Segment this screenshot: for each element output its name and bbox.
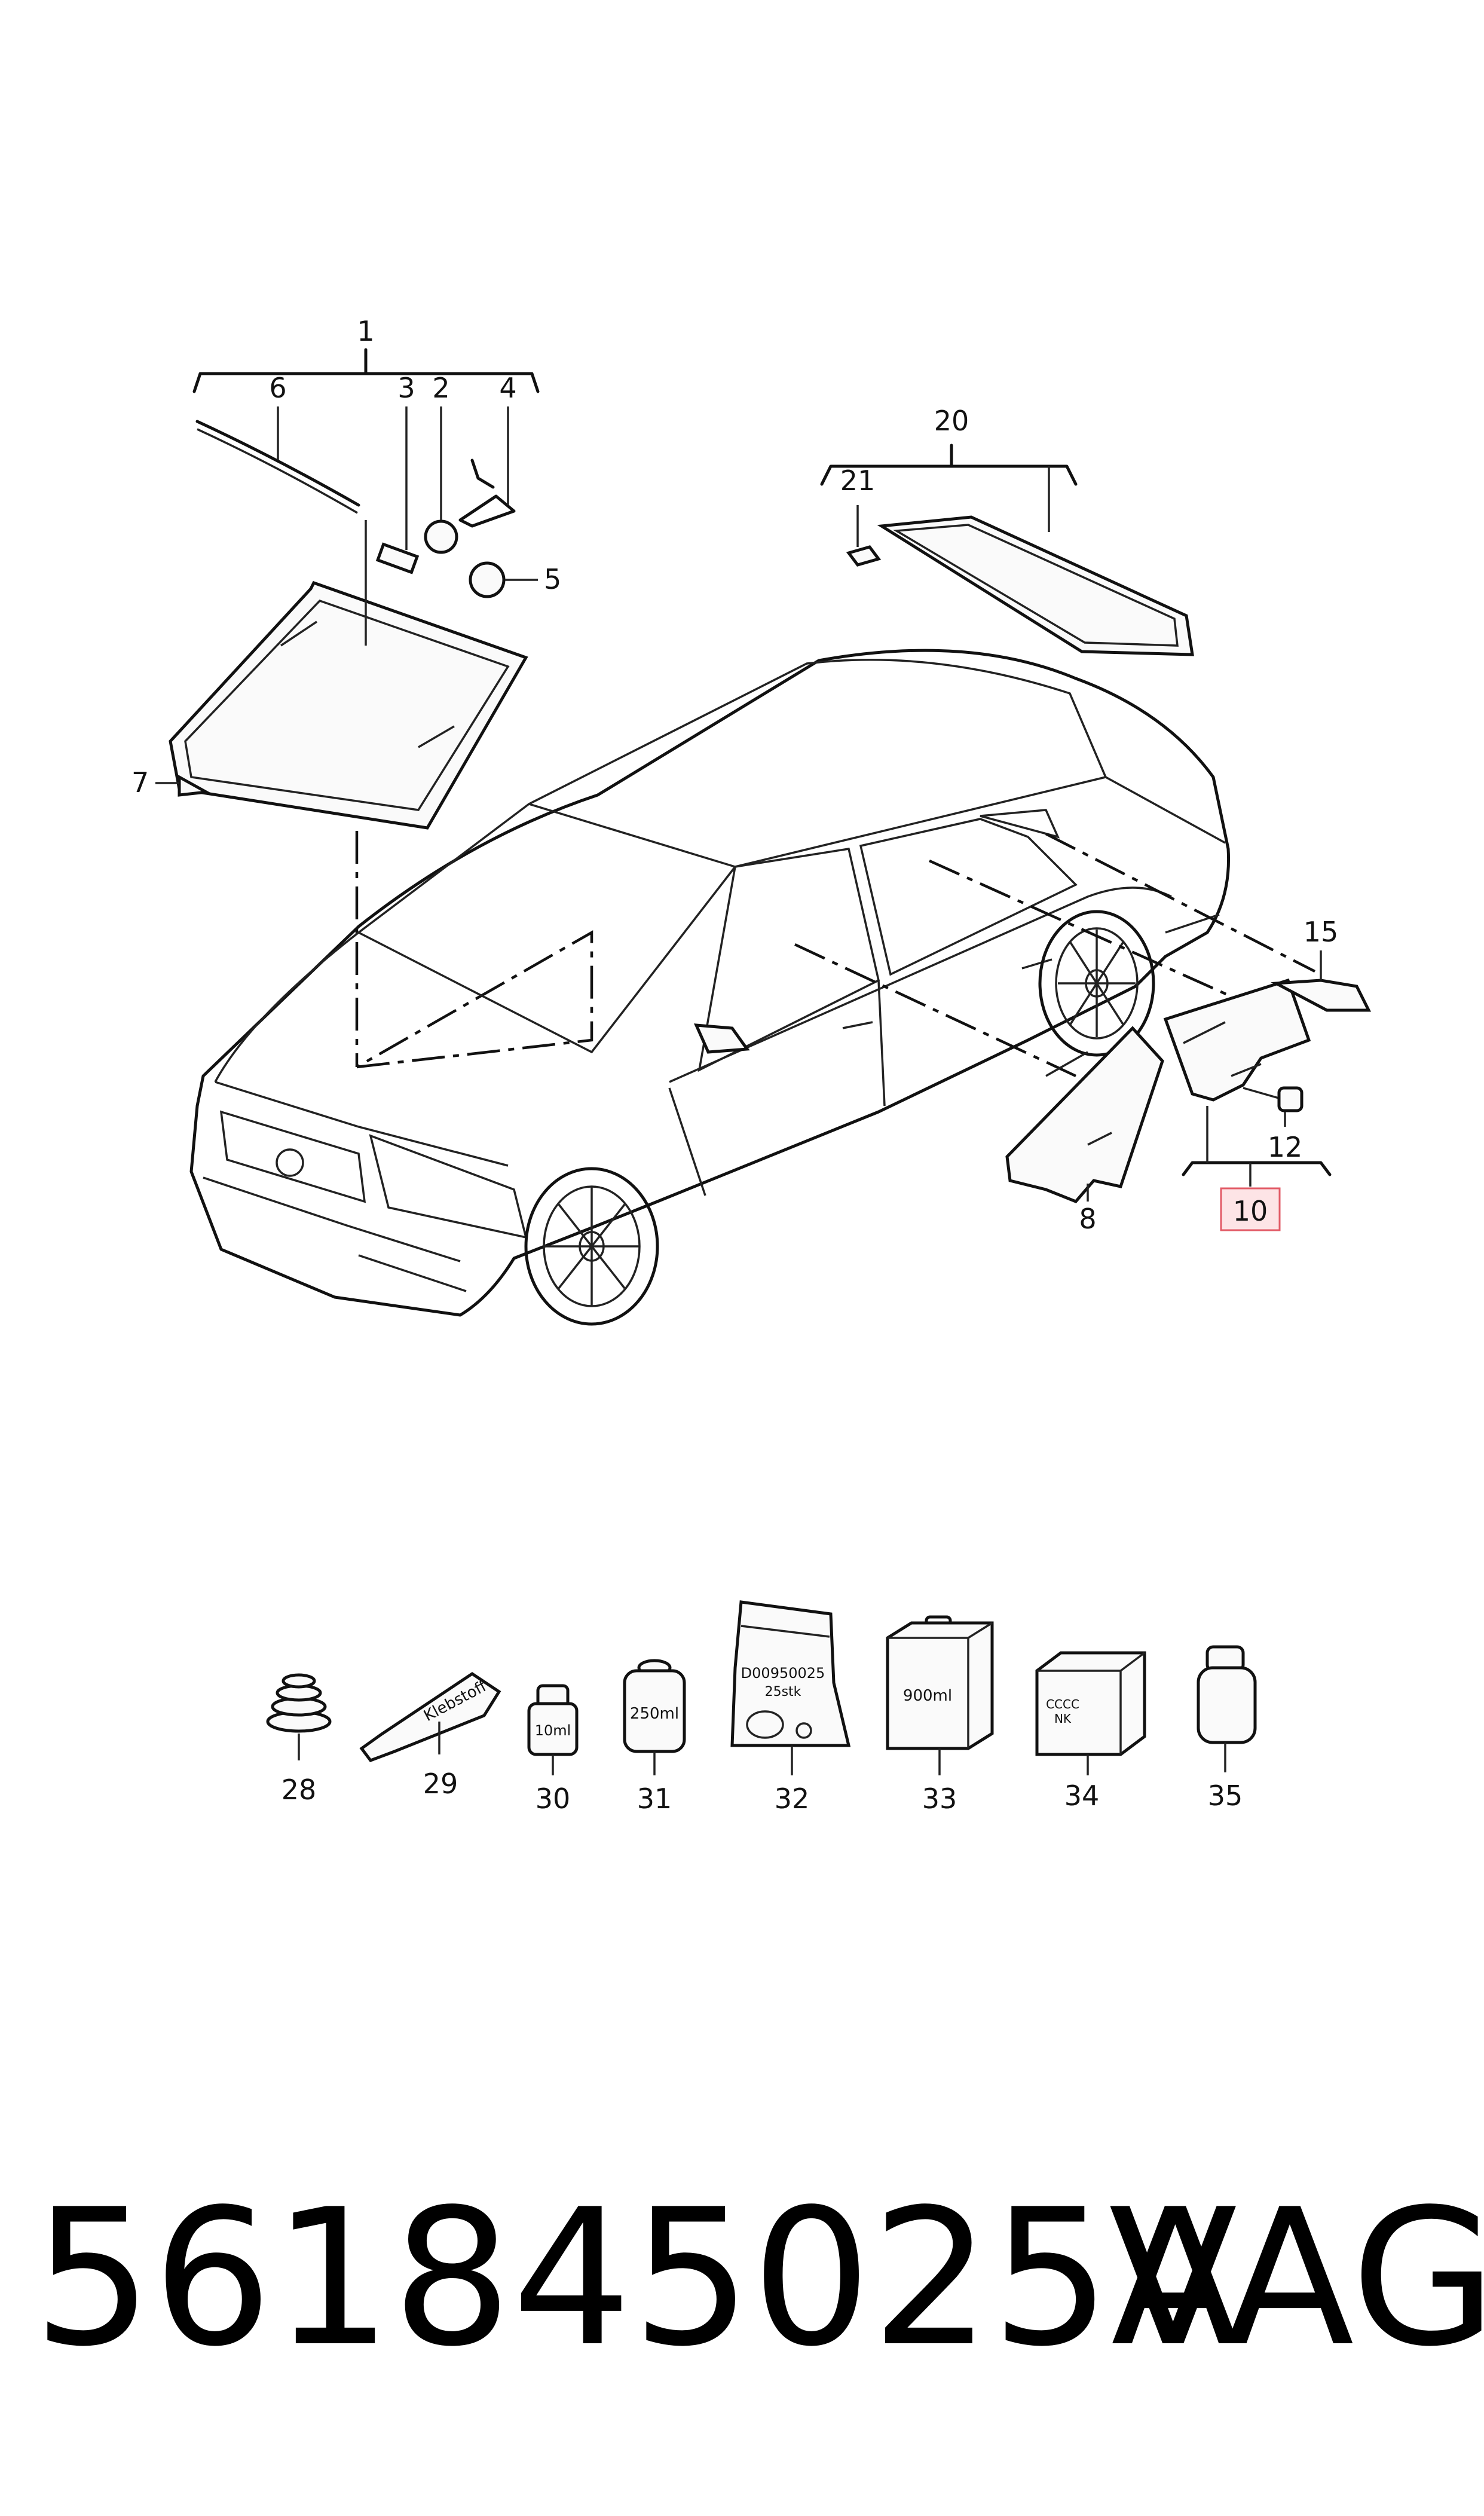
car-badge bbox=[276, 1148, 304, 1177]
car-body-outline bbox=[189, 649, 1231, 1317]
callout-5[interactable]: 5 bbox=[544, 563, 561, 595]
adhesive-tube-part-29[interactable]: Klebstoff bbox=[359, 1671, 501, 1762]
can-label: 250ml bbox=[630, 1705, 679, 1723]
car-illustration bbox=[189, 649, 1316, 1326]
cover-part-2[interactable] bbox=[424, 519, 458, 554]
callout-20[interactable]: 20 bbox=[934, 405, 969, 437]
guide-line-8 bbox=[794, 943, 1076, 1078]
clip-part-7[interactable] bbox=[178, 774, 212, 797]
bag-part-32[interactable]: D00950025 25stk bbox=[730, 1600, 851, 1775]
callout-28[interactable]: 28 bbox=[281, 1774, 317, 1806]
callout-30[interactable]: 30 bbox=[536, 1783, 571, 1815]
callout-7[interactable]: 7 bbox=[131, 766, 149, 799]
callout-8[interactable]: 8 bbox=[1079, 1203, 1096, 1235]
callout-35[interactable]: 35 bbox=[1208, 1780, 1243, 1812]
front-door-glass-part-8[interactable] bbox=[1005, 1026, 1164, 1203]
callout-3[interactable]: 3 bbox=[397, 372, 415, 404]
car-rear-door-window bbox=[859, 818, 1078, 976]
callout-32[interactable]: 32 bbox=[775, 1783, 810, 1815]
car-rear-wheel bbox=[1038, 910, 1155, 1057]
windshield-group: 1 6 3 2 4 5 7 bbox=[131, 315, 593, 1069]
rear-door-glass-part-10[interactable] bbox=[1163, 978, 1311, 1102]
small-bottle-part-30[interactable]: 10ml bbox=[527, 1684, 579, 1775]
rain-sensor-part-5[interactable] bbox=[469, 561, 506, 598]
bag-label-line1: D00950025 bbox=[741, 1665, 825, 1682]
guide-line-15 bbox=[1045, 832, 1316, 973]
part-number: 561845025A bbox=[33, 2169, 1240, 2388]
car-front-wheel bbox=[524, 1167, 659, 1326]
callout-4[interactable]: 4 bbox=[499, 372, 516, 404]
callout-34[interactable]: 34 bbox=[1064, 1780, 1100, 1812]
guide-line-10 bbox=[929, 859, 1283, 1021]
callout-15[interactable]: 15 bbox=[1304, 916, 1339, 948]
bracket-10 bbox=[1182, 1161, 1332, 1176]
callout-1[interactable]: 1 bbox=[357, 315, 374, 347]
callout-21[interactable]: 21 bbox=[840, 464, 876, 497]
clip-part-21[interactable] bbox=[846, 545, 882, 567]
rear-window-part-20[interactable] bbox=[877, 515, 1194, 656]
bracket-1 bbox=[192, 372, 540, 393]
cube-part-34[interactable]: CCCC NK bbox=[1035, 1651, 1146, 1775]
car-windshield bbox=[356, 803, 737, 1054]
door-glass-group: 8 15 12 10 bbox=[1005, 916, 1372, 1235]
bag-label-line2: 25stk bbox=[765, 1685, 801, 1699]
bracket-20 bbox=[820, 464, 1078, 486]
fastener-part-12[interactable] bbox=[1277, 1086, 1304, 1112]
callout-33[interactable]: 33 bbox=[922, 1783, 957, 1815]
grommet-part-28[interactable] bbox=[266, 1673, 332, 1760]
accessories-row: 28 Klebstoff 29 10ml 30 250ml 31 D0 bbox=[266, 1600, 1257, 1815]
quarter-glass-part-15[interactable] bbox=[1271, 979, 1372, 1012]
car-mirror bbox=[694, 1023, 750, 1054]
jar-part-35[interactable] bbox=[1197, 1645, 1257, 1772]
sensor-cable-part-4[interactable] bbox=[458, 458, 516, 528]
callout-10[interactable]: 10 bbox=[1233, 1195, 1268, 1227]
trim-strip-part-6[interactable] bbox=[195, 420, 360, 507]
bottle-box-part-33[interactable]: 900ml bbox=[886, 1615, 994, 1775]
callout-29[interactable]: 29 bbox=[423, 1768, 458, 1800]
callout-2[interactable]: 2 bbox=[432, 372, 449, 404]
car-grille bbox=[219, 1110, 366, 1203]
callout-12[interactable]: 12 bbox=[1268, 1131, 1303, 1163]
windshield-part-1[interactable] bbox=[169, 580, 528, 830]
brand-name: VAG bbox=[1109, 2169, 1484, 2388]
can-part-31[interactable]: 250ml bbox=[623, 1659, 686, 1775]
box-label: 900ml bbox=[903, 1687, 952, 1705]
bracket-part-3[interactable] bbox=[375, 542, 420, 574]
cube-label-line1: CCCC bbox=[1046, 1697, 1079, 1711]
small-bottle-label: 10ml bbox=[535, 1722, 571, 1739]
callout-10-highlight bbox=[1220, 1187, 1281, 1231]
rear-window-group: 20 21 bbox=[820, 405, 1194, 656]
cube-label-line2: NK bbox=[1054, 1711, 1072, 1726]
callout-31[interactable]: 31 bbox=[637, 1783, 672, 1815]
callout-6[interactable]: 6 bbox=[269, 372, 286, 404]
